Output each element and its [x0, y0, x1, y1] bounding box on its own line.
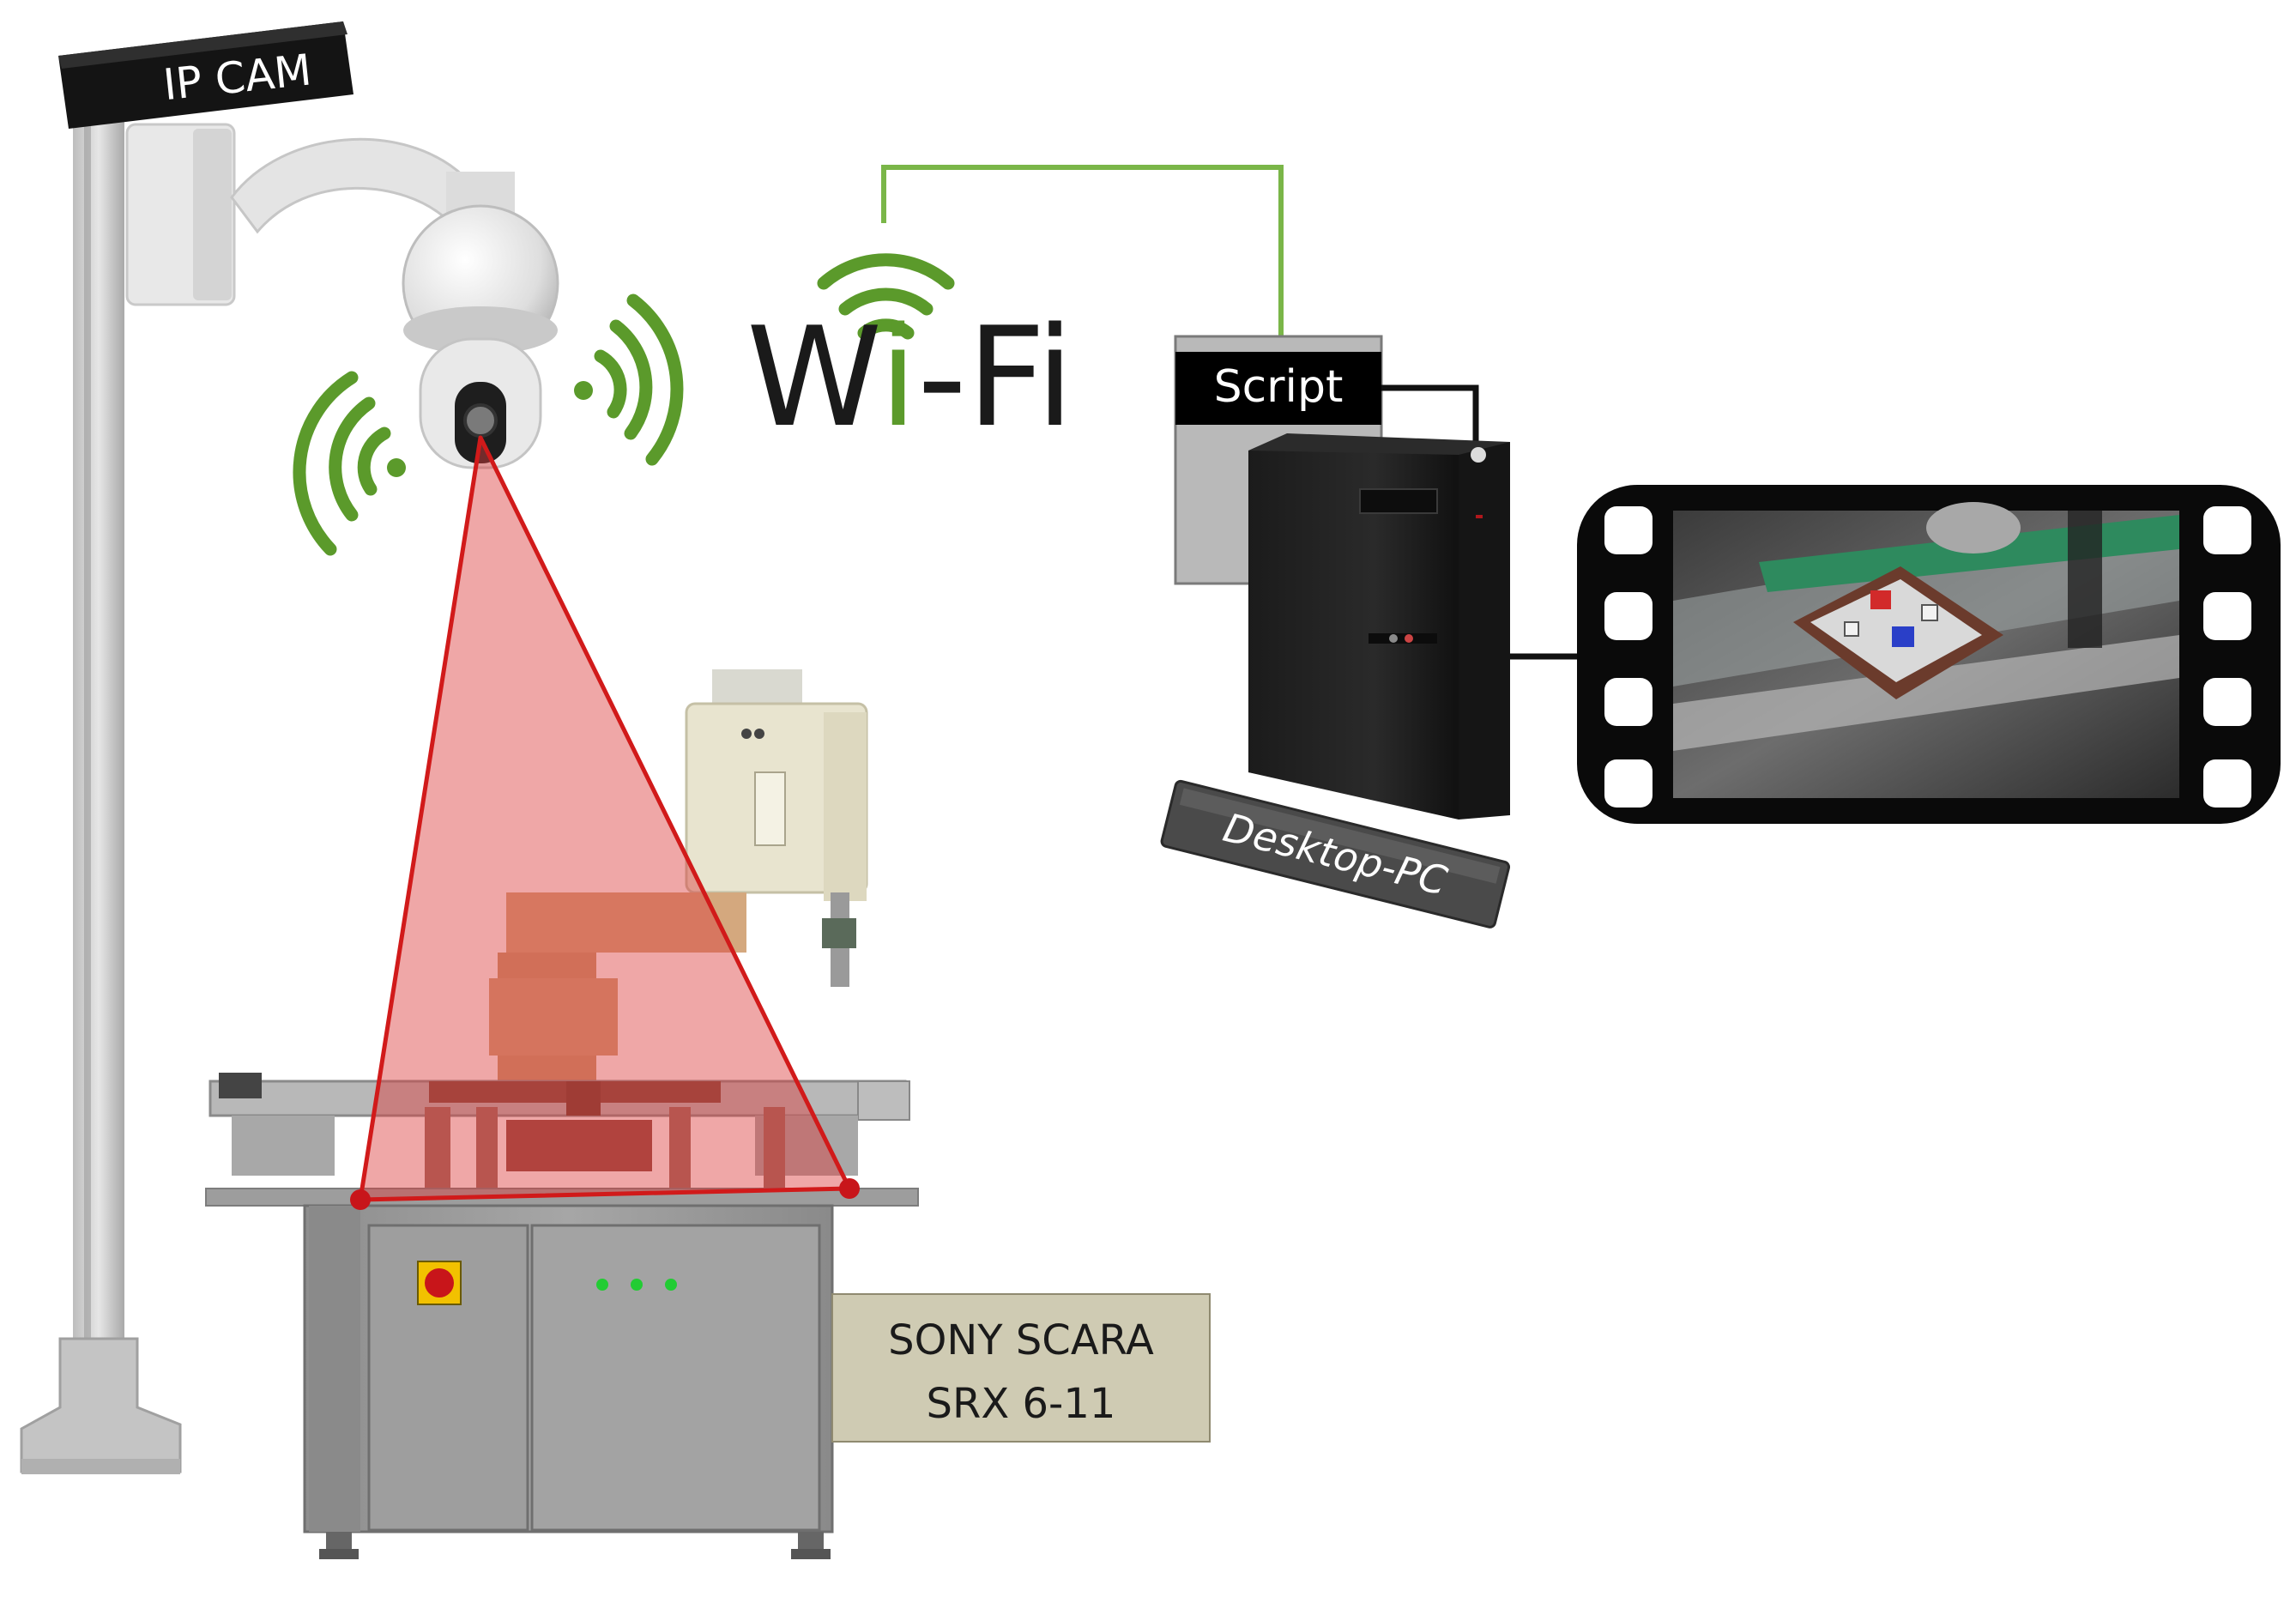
video-filmstrip: [1577, 485, 2281, 824]
wifi-text-fi: -Fi: [917, 297, 1074, 457]
script-connection-line: [1381, 384, 1479, 442]
wifi-connection-line: [881, 165, 1284, 339]
robot-label-line1: SONY SCARA: [888, 1316, 1154, 1364]
sony-scara-robot: [489, 669, 868, 1081]
wifi-text-w: W: [746, 297, 879, 457]
camera-wireless-waves-icon: [293, 293, 684, 556]
camera-pole: [20, 120, 483, 1474]
robot-label-box: SONY SCARA SRX 6-11: [831, 1293, 1211, 1443]
wifi-text-i: i: [879, 297, 917, 457]
wifi-signal-icon: [817, 253, 955, 340]
ip-camera: [402, 172, 559, 469]
svg-text:Wi-Fi: Wi-Fi: [746, 297, 1074, 457]
robot-label-line2: SRX 6-11: [927, 1380, 1116, 1428]
wifi-logo: Wi-Fi: [746, 253, 1074, 457]
conveyor-table: [205, 1073, 919, 1559]
camera-video-frame: [1673, 502, 2179, 798]
script-label: Script: [1214, 361, 1344, 413]
desktop-pc-tower: [1248, 433, 1510, 820]
ip-cam-sign: IP CAM: [58, 21, 353, 129]
camera-field-of-view: [350, 435, 860, 1210]
